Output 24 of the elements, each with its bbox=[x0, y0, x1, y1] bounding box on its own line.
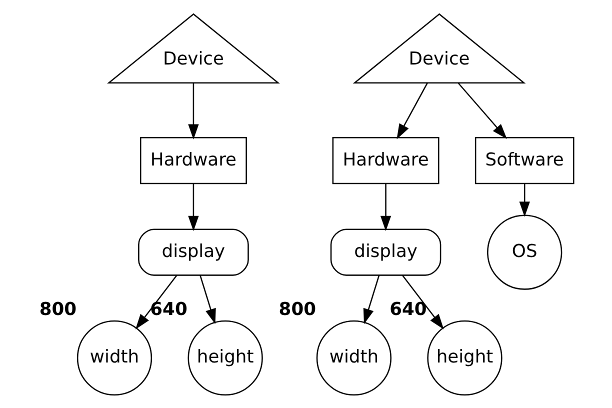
arrow bbox=[199, 274, 216, 324]
node-label: 800 bbox=[278, 298, 316, 320]
node-box: display bbox=[138, 228, 248, 276]
arrow bbox=[362, 274, 380, 324]
node-circle: width bbox=[76, 320, 152, 396]
node-circle: height bbox=[187, 320, 262, 396]
node-box: Hardware bbox=[139, 136, 246, 184]
node-box: display bbox=[330, 228, 441, 276]
node-box: Hardware bbox=[332, 136, 439, 184]
arrow bbox=[518, 183, 530, 216]
arrow bbox=[457, 82, 506, 139]
node-circle: height bbox=[426, 320, 502, 396]
node-box: Software bbox=[474, 136, 574, 184]
arrow bbox=[188, 183, 198, 231]
arrow bbox=[380, 183, 391, 231]
node-circle: OS bbox=[486, 214, 562, 290]
node-label: 800 bbox=[38, 298, 76, 320]
arrow bbox=[402, 274, 444, 329]
node-label: 640 bbox=[150, 298, 187, 320]
node-circle: width bbox=[316, 320, 392, 396]
arrow bbox=[134, 274, 177, 329]
arrow bbox=[188, 82, 198, 140]
node-label: 640 bbox=[389, 298, 426, 320]
arrow bbox=[396, 82, 428, 139]
